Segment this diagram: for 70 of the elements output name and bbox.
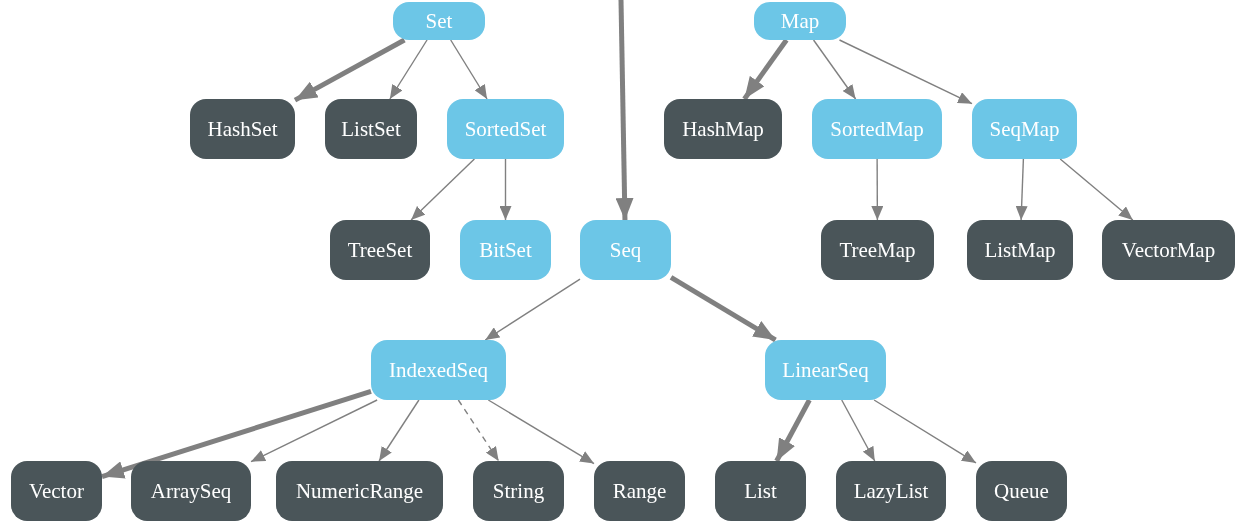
class-box <box>836 461 946 521</box>
arrow <box>873 399 977 464</box>
node-label: HashSet <box>207 116 278 142</box>
trait-box <box>460 220 551 280</box>
arrow <box>484 278 581 341</box>
class-box <box>1102 220 1235 280</box>
class-box <box>664 99 782 159</box>
arrow <box>293 37 406 103</box>
trait-box <box>812 99 942 159</box>
node-label: Vector <box>29 478 84 504</box>
trait-box <box>754 2 846 40</box>
node-label: Queue <box>994 478 1049 504</box>
arrow <box>871 158 884 221</box>
class-box <box>594 461 685 521</box>
node-label: Range <box>612 478 667 504</box>
class-box <box>330 220 430 280</box>
class-box <box>276 461 443 521</box>
arrow <box>457 399 500 462</box>
node-label: ListSet <box>341 116 401 142</box>
class-box <box>131 461 251 521</box>
trait-box <box>765 340 886 400</box>
trait-box <box>580 220 671 280</box>
node-label: String <box>492 478 545 504</box>
arrow <box>378 399 420 462</box>
node-label: IndexedSeq <box>388 357 489 383</box>
node-label: SeqMap <box>989 116 1060 142</box>
arrow <box>812 39 857 100</box>
class-box <box>967 220 1073 280</box>
arrow <box>389 39 428 100</box>
arrow <box>250 399 378 463</box>
node-label: VectorMap <box>1121 237 1216 263</box>
node-label: ArraySeq <box>150 478 232 504</box>
class-box <box>821 220 934 280</box>
node-label: Seq <box>609 237 642 263</box>
trait-box <box>447 99 564 159</box>
arrow <box>742 38 789 101</box>
node-label: LazyList <box>853 478 929 504</box>
arrow <box>1059 158 1134 221</box>
arrow <box>450 39 488 100</box>
class-box <box>473 461 564 521</box>
class-box <box>325 99 417 159</box>
node-label: SortedSet <box>464 116 547 142</box>
arrow <box>669 275 777 343</box>
node-label: BitSet <box>479 237 532 263</box>
arrow <box>101 389 372 479</box>
arrow <box>499 158 512 221</box>
arrow <box>1015 158 1028 221</box>
class-box <box>11 461 102 521</box>
node-label: List <box>744 478 777 504</box>
node-label: Set <box>425 8 453 34</box>
class-box <box>715 461 806 521</box>
trait-box <box>972 99 1077 159</box>
node-label: NumericRange <box>295 478 424 504</box>
node-label: TreeSet <box>347 237 413 263</box>
trait-box <box>393 2 485 40</box>
node-label: ListMap <box>984 237 1056 263</box>
arrow <box>410 158 476 221</box>
node-label: HashMap <box>682 116 764 142</box>
node-label: TreeMap <box>839 237 916 263</box>
class-box <box>190 99 295 159</box>
arrow <box>615 0 634 221</box>
node-label: SortedMap <box>830 116 924 142</box>
arrow <box>487 399 595 465</box>
class-box <box>976 461 1067 521</box>
arrow <box>838 39 973 105</box>
trait-box <box>371 340 506 400</box>
node-label: LinearSeq <box>782 357 869 383</box>
node-label: Map <box>780 8 820 34</box>
arrow <box>841 399 876 462</box>
arrow <box>774 398 812 463</box>
